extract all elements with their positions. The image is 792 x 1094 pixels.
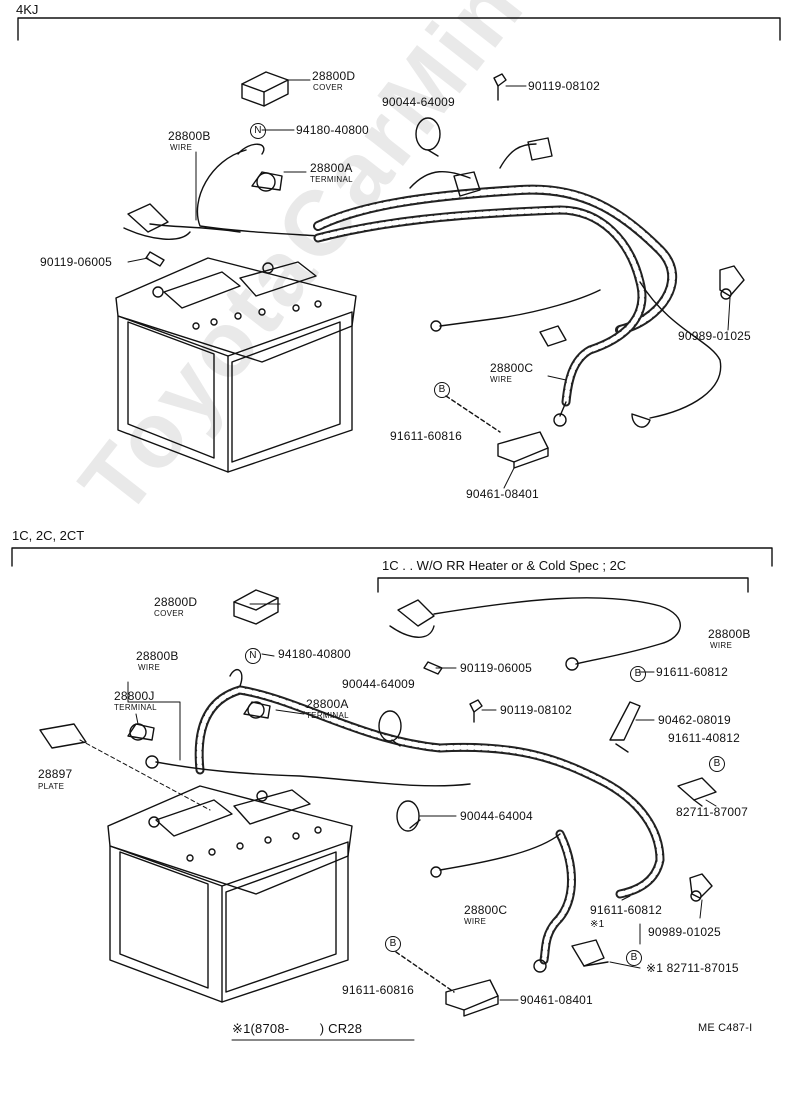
section-1-frame [17, 17, 781, 41]
terminal-28800a [251, 171, 283, 192]
harness-main-2 [145, 668, 665, 973]
label-82711-87007: 82711-87007 [676, 805, 749, 819]
label-28800d-2: 28800D [154, 595, 198, 609]
label-28800d-sub: COVER [313, 83, 343, 92]
label-28800b-2: 28800B [136, 649, 179, 663]
bracket-82711-87007 [677, 777, 717, 807]
label-90462-08019: 90462-08019 [658, 713, 731, 727]
label-28897: 28897 [38, 767, 73, 781]
bolt-90119-08102-2 [469, 699, 483, 723]
label-28800a-2-sub: TERMINAL [306, 711, 349, 720]
clamp-90044-64004 [396, 800, 421, 832]
label-94180-40800-2: 94180-40800 [278, 647, 351, 661]
clamp-90044-64009-2 [378, 710, 402, 747]
label-28800j: 28800J [114, 689, 155, 703]
label-90044-64009: 90044-64009 [382, 95, 455, 109]
cover-28800d-2 [233, 589, 279, 625]
terminal-28800j [127, 723, 155, 741]
leaders-1 [127, 79, 731, 489]
label-90989-01025: 90989-01025 [678, 329, 751, 343]
label-90119-08102: 90119-08102 [528, 79, 601, 93]
wire-28800b [123, 143, 321, 240]
label-28800b-sub: WIRE [170, 143, 193, 152]
label-28800c-2: 28800C [464, 903, 508, 917]
label-mark1: ※1 [590, 919, 605, 930]
circle-mark-n-1: N [250, 123, 266, 139]
label-90119-06005-2: 90119-06005 [460, 661, 533, 675]
label-82711-87015: ※1 82711-87015 [646, 961, 739, 975]
circle-mark-b-1: B [434, 382, 450, 398]
leader-91611-60816 [445, 395, 501, 433]
reference-code: ME C487-I [698, 1022, 753, 1034]
bracket-82711-87015 [571, 939, 609, 967]
bolt-90119-06005 [145, 251, 165, 267]
label-90461-08401: 90461-08401 [466, 487, 539, 501]
label-28800b-right: 28800B [708, 627, 751, 641]
label-28800c-2-sub: WIRE [464, 917, 487, 926]
bracket-90461-08401-1 [497, 431, 549, 469]
label-91611-60812-b: 91611-60812 [590, 903, 663, 917]
label-28897-sub: PLATE [38, 782, 65, 791]
section-1-title: 4KJ [16, 2, 39, 17]
label-28800a-sub: TERMINAL [310, 175, 353, 184]
plate-28897 [39, 723, 211, 811]
bracket-90462-08019 [609, 701, 641, 753]
terminal-90989-01025-2 [689, 873, 713, 902]
section-2-frame [11, 547, 773, 593]
bracket-90461-08401-2 [445, 979, 499, 1017]
label-28800c-sub: WIRE [490, 375, 513, 384]
label-90461-08401-2: 90461-08401 [520, 993, 593, 1007]
terminal-28800a-2 [243, 701, 271, 719]
footnote: ※1(8708- ) CR28 [232, 1021, 363, 1036]
label-90989-01025-2: 90989-01025 [648, 925, 721, 939]
circle-mark-b-3: B [709, 756, 725, 772]
label-90044-64009-2: 90044-64009 [342, 677, 415, 691]
terminal-90989-01025-1 [719, 265, 745, 300]
circle-mark-b-4: B [626, 950, 642, 966]
section-2-title: 1C, 2C, 2CT [12, 528, 85, 543]
label-90119-06005: 90119-06005 [40, 255, 113, 269]
leaders-2 [127, 603, 717, 1001]
label-90119-08102-2: 90119-08102 [500, 703, 573, 717]
wire-28800b-right [389, 597, 681, 671]
label-28800b-right-sub: WIRE [710, 641, 733, 650]
battery-4kj [115, 257, 357, 473]
label-94180-40800: 94180-40800 [296, 123, 369, 137]
label-28800b-2-sub: WIRE [138, 663, 161, 672]
label-91611-60812: 91611-60812 [656, 665, 729, 679]
label-91611-60816: 91611-60816 [390, 429, 463, 443]
clamp-90044-64009 [415, 117, 441, 157]
circle-mark-n-2: N [245, 648, 261, 664]
section-2-subtitle: 1C . . W/O RR Heater or & Cold Spec ; 2C [382, 558, 627, 573]
label-28800b: 28800B [168, 129, 211, 143]
label-90044-64004: 90044-64004 [460, 809, 533, 823]
label-28800c: 28800C [490, 361, 534, 375]
label-28800a: 28800A [310, 161, 353, 175]
bolt-90119-08102 [493, 73, 507, 101]
leader-91611-60816-2 [395, 951, 455, 993]
label-91611-40812: 91611-40812 [668, 731, 741, 745]
cover-28800d [241, 71, 289, 107]
label-91611-60816-2: 91611-60816 [342, 983, 415, 997]
circle-mark-b-2: B [630, 666, 646, 682]
label-28800d-2-sub: COVER [154, 609, 184, 618]
harness-main-1 [313, 137, 722, 428]
label-28800d: 28800D [312, 69, 356, 83]
bolt-90119-06005-2 [423, 661, 443, 675]
battery-1c-2c [107, 785, 353, 1003]
circle-mark-b-5: B [385, 936, 401, 952]
label-28800a-2: 28800A [306, 697, 349, 711]
label-28800j-sub: TERMINAL [114, 703, 157, 712]
